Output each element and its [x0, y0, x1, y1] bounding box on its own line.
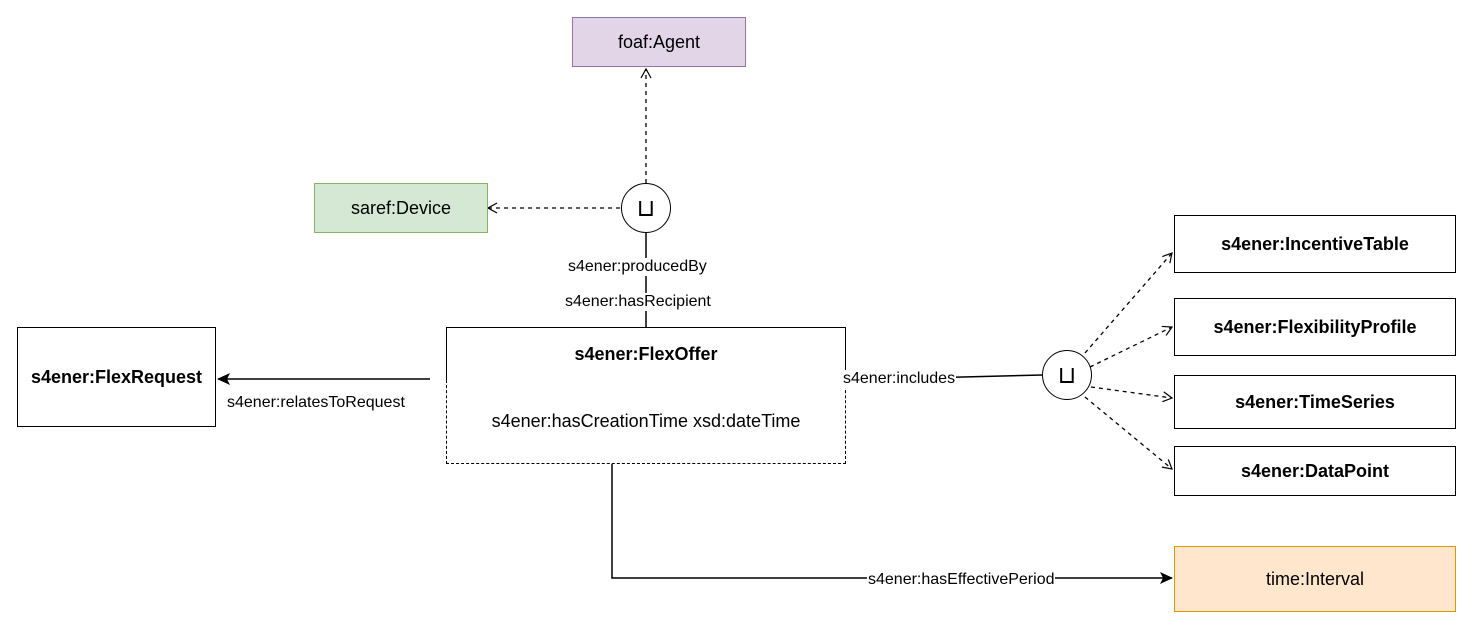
edge-label-haseffectiveperiod: s4ener:hasEffectivePeriod	[867, 571, 1056, 589]
edge-label-hasrecipient: s4ener:hasRecipient	[564, 293, 712, 311]
union-node-right[interactable]: ⊔	[1042, 350, 1092, 400]
edge-label-relatestorequest: s4ener:relatesToRequest	[226, 394, 406, 412]
node-saref-device-label: saref:Device	[350, 197, 452, 218]
union-symbol-right: ⊔	[1057, 361, 1077, 389]
node-foaf-agent[interactable]: foaf:Agent	[572, 17, 746, 67]
edge-label-includes: s4ener:includes	[842, 370, 957, 388]
edge-union-to-incentivetable	[1084, 252, 1173, 354]
edge-union-to-timeseries	[1090, 386, 1174, 403]
node-datapoint[interactable]: s4ener:DataPoint	[1174, 446, 1456, 496]
node-saref-device[interactable]: saref:Device	[314, 183, 488, 233]
node-incentivetable[interactable]: s4ener:IncentiveTable	[1174, 215, 1456, 273]
union-symbol-top: ⊔	[636, 194, 656, 222]
node-foaf-agent-label: foaf:Agent	[617, 31, 701, 52]
edge-union-to-datapoint	[1084, 396, 1173, 470]
union-node-top[interactable]: ⊔	[621, 183, 671, 233]
node-flexibilityprofile-label: s4ener:FlexibilityProfile	[1213, 316, 1417, 337]
node-flexoffer-attributes[interactable]: s4ener:hasCreationTime xsd:dateTime	[446, 380, 846, 464]
node-flexrequest[interactable]: s4ener:FlexRequest	[17, 327, 216, 427]
node-flexrequest-label: s4ener:FlexRequest	[30, 366, 203, 387]
attribute-hascreationtime: s4ener:hasCreationTime xsd:dateTime	[491, 411, 801, 431]
edge-label-producedby: s4ener:producedBy	[567, 258, 708, 276]
edge-flexoffer-to-interval	[611, 463, 1173, 584]
node-timeseries-label: s4ener:TimeSeries	[1235, 391, 1395, 412]
node-datapoint-label: s4ener:DataPoint	[1240, 460, 1390, 481]
node-incentivetable-label: s4ener:IncentiveTable	[1221, 233, 1409, 254]
node-time-interval[interactable]: time:Interval	[1174, 546, 1456, 612]
node-time-interval-label: time:Interval	[1265, 568, 1365, 589]
node-flexoffer-label: s4ener:FlexOffer	[574, 343, 718, 364]
node-timeseries[interactable]: s4ener:TimeSeries	[1174, 375, 1456, 429]
node-flexoffer[interactable]: s4ener:FlexOffer	[446, 327, 846, 381]
node-flexibilityprofile[interactable]: s4ener:FlexibilityProfile	[1174, 298, 1456, 356]
